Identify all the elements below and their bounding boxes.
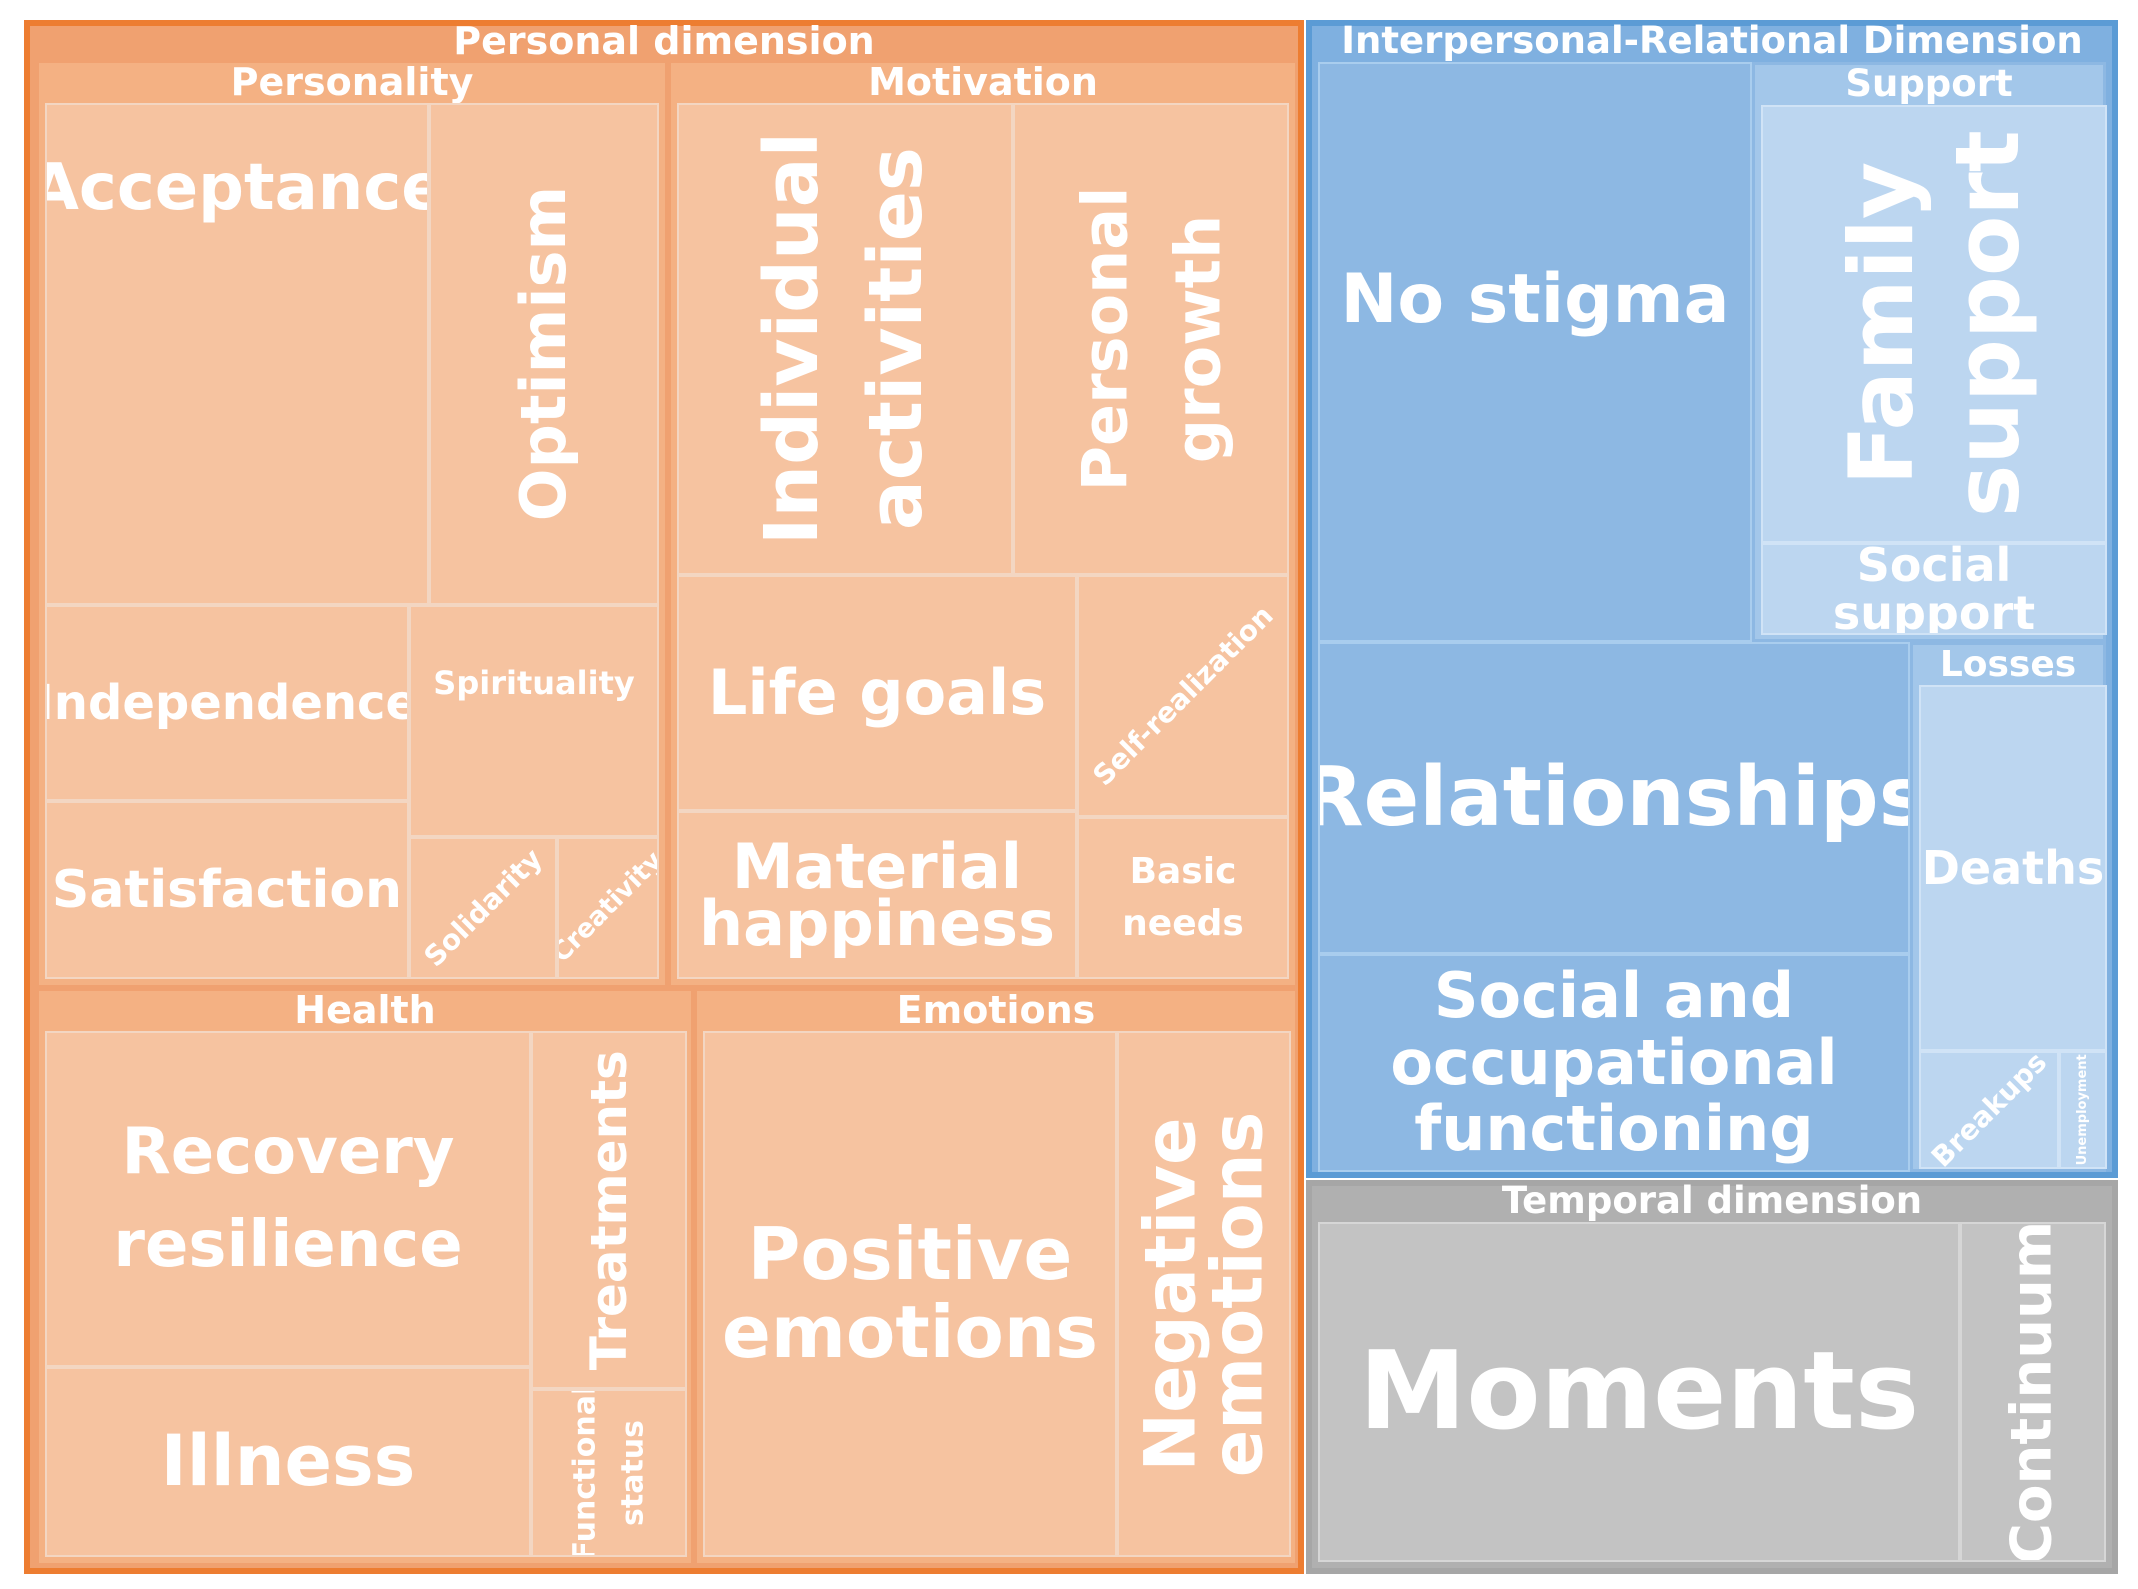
family-word: Family [1829, 162, 1933, 486]
acceptance-cell: Acceptance [45, 103, 429, 605]
no-stigma-cell: No stigma [1318, 62, 1752, 642]
individual-activities-label: Individual activities [741, 132, 948, 545]
family-support-cell: Family support [1761, 105, 2107, 543]
basic-needs-label: Basic needs [1122, 846, 1244, 950]
activities-word: activities [853, 147, 940, 531]
recovery-word: Recovery [121, 1115, 455, 1190]
emotions-group: Emotions Positive emotions Negative emot… [694, 988, 1298, 1566]
health-group: Health Recovery resilience Treatments Il… [36, 988, 694, 1566]
social-support-cell: Social support [1761, 543, 2107, 635]
treatments-label: Treatments [579, 1049, 638, 1371]
personality-group: Personality Acceptance Optimism Independ… [36, 60, 668, 988]
emotions-title: Emotions [896, 988, 1096, 1032]
spirituality-label: Spirituality [433, 664, 635, 702]
negative-emotions-cell: Negative emotions [1117, 1031, 1291, 1557]
individual-activities-cell: Individual activities [677, 103, 1013, 575]
social-support-label: Social support [1832, 543, 2036, 635]
basic-word: Basic [1129, 850, 1237, 892]
social-and-line: Social and [1433, 958, 1795, 1032]
acceptance-label: Acceptance [45, 151, 429, 225]
functional-status-cell: Functional status [531, 1389, 687, 1557]
support-word: support [1935, 130, 2038, 518]
interpersonal-dimension: Interpersonal-Relational Dimension No st… [1306, 20, 2118, 1178]
moments-label: Moments [1358, 1329, 1920, 1455]
positive-emotions-word: emotions [722, 1290, 1098, 1374]
interpersonal-dimension-title: Interpersonal-Relational Dimension [1341, 19, 2083, 62]
occupational-line: occupational [1390, 1025, 1838, 1099]
negative-emotions-word: emotions [1196, 1111, 1278, 1477]
moments-cell: Moments [1318, 1222, 1960, 1562]
material-word: Material [731, 829, 1023, 903]
continuum-cell: Continuum [1960, 1222, 2106, 1562]
personal-growth-label: Personal growth [1058, 187, 1244, 492]
positive-emotions-label: Positive emotions [722, 1215, 1098, 1374]
social-occupational-label: Social and occupational functioning [1390, 962, 1838, 1166]
recovery-resilience-cell: Recovery resilience [45, 1031, 531, 1367]
unemployment-label: Unemployment [2075, 1054, 2091, 1166]
independence-cell: Independence [45, 605, 409, 801]
personality-title: Personality [230, 60, 474, 104]
material-happiness-cell: Material happiness [677, 811, 1077, 979]
deaths-cell: Deaths [1919, 685, 2107, 1051]
breakups-label: Breakups [1924, 1051, 2053, 1169]
status-word: status [615, 1420, 650, 1526]
illness-cell: Illness [45, 1367, 531, 1557]
optimism-cell: Optimism [429, 103, 659, 605]
treatments-cell: Treatments [531, 1031, 687, 1389]
creativity-cell: Creativity [557, 837, 659, 979]
satisfaction-cell: Satisfaction [45, 801, 409, 979]
family-support-label: Family support [1828, 131, 2039, 518]
deaths-label: Deaths [1921, 840, 2105, 895]
personal-growth-cell: Personal growth [1013, 103, 1289, 575]
social-occupational-cell: Social and occupational functioning [1318, 954, 1910, 1172]
motivation-title: Motivation [868, 60, 1098, 104]
recovery-resilience-label: Recovery resilience [113, 1106, 462, 1292]
negative-emotions-label: Negative emotions [1130, 1111, 1279, 1477]
positive-word: Positive [747, 1212, 1073, 1297]
resilience-word: resilience [113, 1208, 463, 1282]
solidarity-cell: Solidarity [409, 837, 557, 979]
life-goals-cell: Life goals [677, 575, 1077, 811]
personal-dimension-title: Personal dimension [453, 19, 875, 63]
illness-label: Illness [160, 1420, 416, 1503]
independence-label: Independence [45, 674, 409, 731]
personal-word: Personal [1068, 186, 1142, 492]
temporal-dimension: Temporal dimension Moments Continuum [1306, 1180, 2118, 1574]
temporal-dimension-title: Temporal dimension [1501, 1179, 1923, 1222]
spirituality-cell: Spirituality [409, 605, 659, 837]
satisfaction-label: Satisfaction [51, 859, 403, 920]
support-group: Support Family support Social support [1752, 62, 2107, 642]
positive-emotions-cell: Positive emotions [703, 1031, 1117, 1557]
solidarity-label: Solidarity [417, 842, 549, 974]
losses-group: Losses Deaths Breakups Unemployment [1910, 642, 2107, 1172]
needs-word: needs [1122, 903, 1244, 944]
functioning-line: functioning [1414, 1092, 1814, 1166]
relationships-cell: Relationships [1318, 642, 1910, 954]
personal-dimension: Personal dimension Personality Acceptanc… [24, 20, 1304, 1574]
self-realization-label: Self-realization [1086, 599, 1280, 793]
optimism-label: Optimism [507, 186, 581, 522]
creativity-label: Creativity [557, 846, 659, 969]
no-stigma-label: No stigma [1340, 260, 1730, 339]
breakups-cell: Breakups [1919, 1051, 2059, 1169]
basic-needs-cell: Basic needs [1077, 817, 1289, 979]
unemployment-cell: Unemployment [2059, 1051, 2107, 1169]
individual-word: Individual [749, 132, 836, 546]
losses-title: Losses [1939, 644, 2077, 685]
functional-status-label: Functional status [561, 1389, 657, 1557]
material-happiness-label: Material happiness [699, 835, 1055, 954]
support-title: Support [1845, 62, 2013, 105]
continuum-label: Continuum [1999, 1222, 2065, 1562]
motivation-group: Motivation Individual activities Persona… [668, 60, 1298, 988]
life-goals-label: Life goals [707, 656, 1047, 730]
health-title: Health [294, 988, 436, 1032]
happiness-word: happiness [699, 887, 1055, 960]
relationships-label: Relationships [1318, 749, 1910, 845]
functional-word: Functional [567, 1389, 602, 1557]
growth-word: growth [1161, 214, 1235, 464]
self-realization-cell: Self-realization [1077, 575, 1289, 817]
